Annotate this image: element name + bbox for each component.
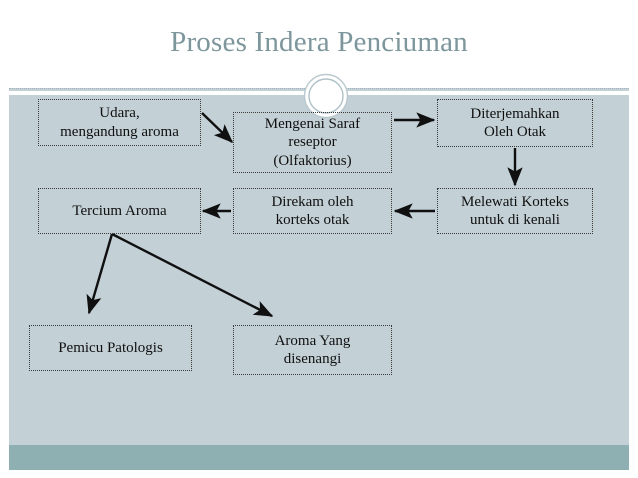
node-pemicu-label: Pemicu Patologis xyxy=(58,339,163,356)
node-saraf-label: Mengenai Saraf reseptor (Olfaktorius) xyxy=(264,116,361,169)
page-title: Proses Indera Penciuman xyxy=(170,26,468,58)
node-tercium-label: Tercium Aroma xyxy=(72,202,167,219)
edge-tercium-to-aroma-disenangi xyxy=(111,232,274,318)
node-aroma-yang-disenangi[interactable]: Aroma Yang disenangi xyxy=(233,325,392,375)
flowchart-arrow-layer xyxy=(86,112,523,318)
node-diterjemahkan-label: Diterjemahkan Oleh Otak xyxy=(470,105,560,140)
slide-header-band xyxy=(9,8,629,88)
node-melewati-label: Melewati Korteks untuk di kenali xyxy=(461,193,569,228)
node-direkam-korteks-otak[interactable]: Direkam oleh korteks otak xyxy=(233,188,392,234)
node-direkam-label: Direkam oleh korteks otak xyxy=(271,193,354,228)
node-tercium-aroma[interactable]: Tercium Aroma xyxy=(38,188,201,234)
node-melewati-korteks[interactable]: Melewati Korteks untuk di kenali xyxy=(437,188,593,234)
node-mengenai-saraf-reseptor[interactable]: Mengenai Saraf reseptor (Olfaktorius) xyxy=(233,112,392,173)
node-udara[interactable]: Udara, mengandung aroma xyxy=(38,99,201,146)
node-aroma-disenangi-label: Aroma Yang disenangi xyxy=(274,332,351,367)
node-udara-label: Udara, mengandung aroma xyxy=(60,105,179,140)
edge-tercium-to-pemicu xyxy=(86,233,114,315)
double-circle-icon xyxy=(303,73,349,119)
node-pemicu-patologis[interactable]: Pemicu Patologis xyxy=(29,325,192,371)
edge-udara-to-saraf xyxy=(201,112,234,144)
process-flowchart: Udara, mengandung aroma Mengenai Saraf r… xyxy=(9,8,629,470)
node-diterjemahkan-oleh-otak[interactable]: Diterjemahkan Oleh Otak xyxy=(437,99,593,147)
slide-canvas: Proses Indera Penciuman xyxy=(9,8,629,470)
footer-accent-bar xyxy=(9,445,629,470)
